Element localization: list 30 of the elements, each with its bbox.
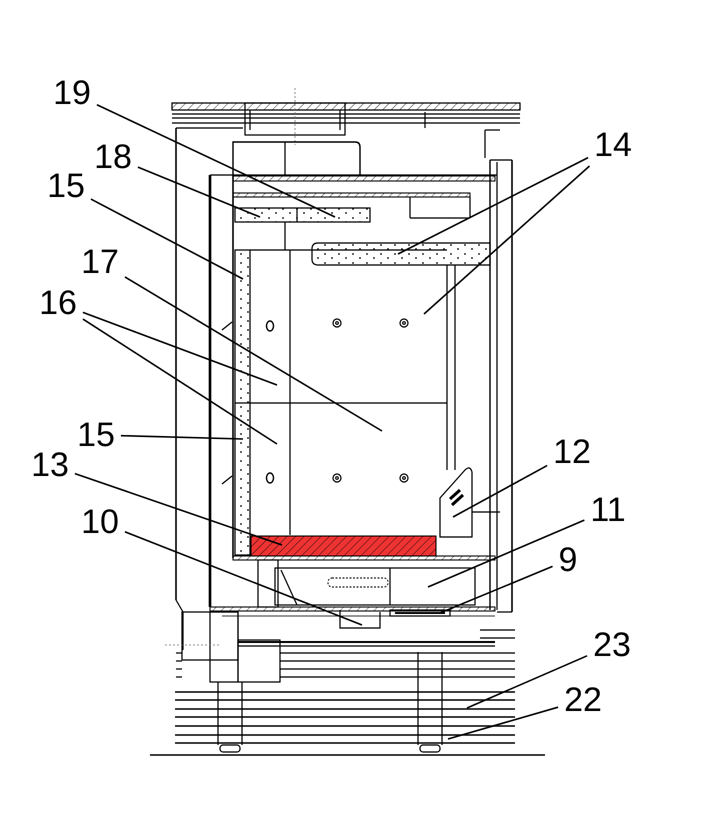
callout-number: 17 xyxy=(81,245,119,279)
leader-line xyxy=(90,198,244,280)
leader-line xyxy=(448,706,558,740)
callout-number: 14 xyxy=(594,128,632,162)
leader-line xyxy=(398,156,588,255)
callout-number: 15 xyxy=(47,169,85,203)
leader-line xyxy=(96,104,336,218)
leader-line xyxy=(466,655,588,709)
leader-line xyxy=(120,434,244,440)
leader-line xyxy=(428,519,585,588)
callout-number: 13 xyxy=(31,448,69,482)
callout-number: 11 xyxy=(590,493,626,527)
leader-line xyxy=(82,318,278,445)
callout-number: 22 xyxy=(564,683,602,717)
leader-line xyxy=(452,464,548,518)
callout-number: 23 xyxy=(593,628,631,662)
leader-line xyxy=(124,276,382,432)
leader-line xyxy=(423,165,590,315)
callout-number: 16 xyxy=(39,286,77,320)
leader-line xyxy=(440,566,553,614)
leader-line xyxy=(124,531,362,626)
callout-number: 19 xyxy=(53,76,91,110)
callout-number: 15 xyxy=(77,418,115,452)
callout-number: 18 xyxy=(94,140,132,174)
leader-line xyxy=(138,166,260,218)
callout-number: 9 xyxy=(558,543,578,577)
leader-line xyxy=(74,472,282,546)
callout-number: 12 xyxy=(553,435,591,469)
leader-line xyxy=(82,312,278,386)
callout-number: 10 xyxy=(81,505,119,539)
